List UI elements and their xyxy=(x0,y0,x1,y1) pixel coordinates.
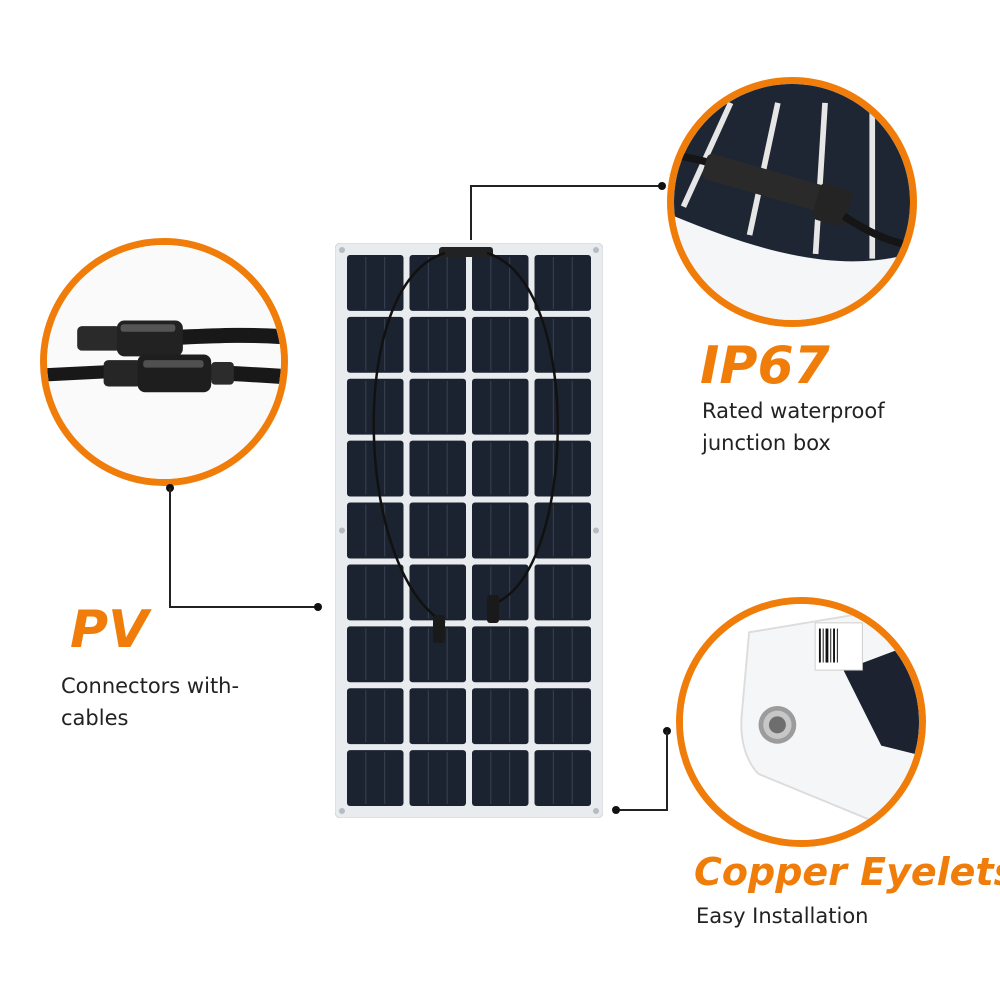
ip67-desc-line1: Rated waterproof xyxy=(702,399,885,423)
solar-cell xyxy=(472,564,529,621)
solar-cell xyxy=(409,255,466,311)
solar-cell xyxy=(409,378,466,435)
solar-cell xyxy=(347,502,404,559)
junction-box-zoom xyxy=(667,77,917,327)
pv-callout-line-horizontal xyxy=(169,606,317,608)
solar-cell xyxy=(534,378,591,435)
solar-cell xyxy=(472,750,529,806)
solar-cell xyxy=(409,564,466,621)
panel-eyelet xyxy=(593,527,599,534)
solar-cell xyxy=(534,564,591,621)
eyelet-callout-line-vertical xyxy=(666,731,668,810)
solar-cell xyxy=(409,316,466,373)
solar-cell xyxy=(472,378,529,435)
eyelet-zoom xyxy=(676,597,926,847)
solar-cell xyxy=(347,750,404,806)
solar-cell xyxy=(534,688,591,745)
solar-cell xyxy=(534,440,591,497)
ip67-callout-line-horizontal xyxy=(470,185,662,187)
solar-cell xyxy=(409,750,466,806)
pv-heading: PV xyxy=(70,600,149,660)
panel-eyelet xyxy=(593,808,599,814)
panel-connector xyxy=(487,595,499,623)
panel-cable xyxy=(372,251,559,625)
eyelet-callout-dot xyxy=(612,806,620,814)
copper-eyelet-icon xyxy=(683,604,919,840)
mc4-connector-icon xyxy=(47,245,281,479)
eyelets-heading: Copper Eyelets xyxy=(694,850,1000,894)
solar-cell xyxy=(347,316,404,373)
solar-cell xyxy=(472,626,529,683)
solar-cell xyxy=(409,440,466,497)
solar-cell xyxy=(347,688,404,745)
solar-cell xyxy=(472,316,529,373)
solar-cell xyxy=(409,688,466,745)
solar-cell xyxy=(409,626,466,683)
solar-cell xyxy=(534,750,591,806)
solar-cell xyxy=(472,688,529,745)
ip67-heading: IP67 xyxy=(700,336,830,396)
ip67-desc-line2: junction box xyxy=(702,431,831,455)
panel-eyelet xyxy=(593,247,599,253)
solar-cell xyxy=(534,626,591,683)
pv-connector-zoom xyxy=(40,238,288,486)
panel-eyelet xyxy=(339,247,345,253)
solar-cell xyxy=(347,255,404,311)
pv-desc-line1: Connectors with- xyxy=(61,674,240,698)
solar-cell xyxy=(534,316,591,373)
solar-cell xyxy=(409,502,466,559)
solar-cell xyxy=(472,502,529,559)
solar-panel-icon xyxy=(335,243,603,818)
ip67-callout-line-vertical xyxy=(470,185,472,240)
panel-eyelet xyxy=(339,808,345,814)
pv-callout-dot xyxy=(314,603,322,611)
pv-callout-line-vertical xyxy=(169,488,171,607)
ip67-callout-dot xyxy=(658,182,666,190)
solar-cell xyxy=(347,626,404,683)
panel-connector xyxy=(433,615,445,643)
panel-junction-box xyxy=(439,247,493,257)
pv-desc-line2: cables xyxy=(61,706,129,730)
eyelets-desc-line1: Easy Installation xyxy=(696,904,869,928)
solar-cell xyxy=(472,440,529,497)
junction-box-icon xyxy=(674,84,910,320)
solar-cell xyxy=(472,255,529,311)
panel-eyelet xyxy=(339,527,345,534)
solar-cell xyxy=(534,255,591,311)
solar-cell xyxy=(347,564,404,621)
eyelet-callout-line-horizontal xyxy=(618,809,668,811)
